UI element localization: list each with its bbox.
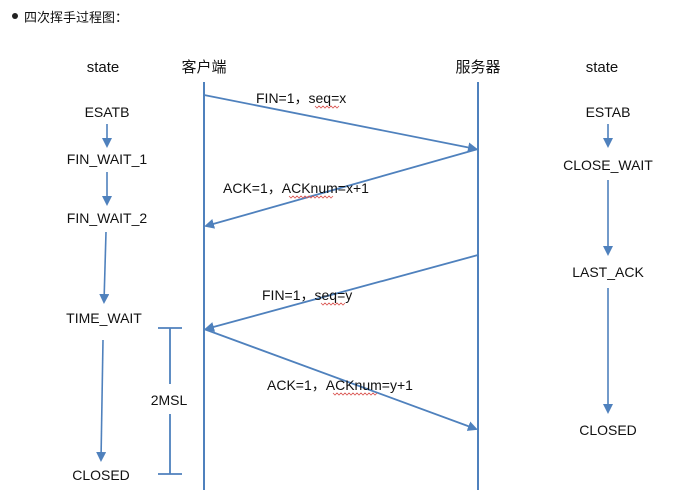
squiggle-seq-y	[320, 302, 346, 306]
message-label-ack-y-part-a: ACK=1，	[267, 377, 326, 393]
message-label-ack-x: ACK=1，ACKnum=x+1	[223, 180, 369, 196]
client-state-fin-wait-1: FIN_WAIT_1	[67, 151, 148, 167]
timer-label: 2MSL	[151, 392, 188, 408]
message-label-fin-y: FIN=1，seq=y	[262, 287, 352, 303]
server-state-close-wait: CLOSE_WAIT	[563, 157, 653, 173]
client-arrow-4	[96, 339, 107, 462]
squiggle-seq-x	[314, 105, 340, 109]
client-state-closed: CLOSED	[72, 467, 130, 483]
squiggle-acknum-x	[288, 195, 334, 199]
client-arrow-3	[99, 231, 110, 304]
message-label-ack-y: ACK=1，ACKnum=y+1	[267, 377, 413, 393]
server-state-closed: CLOSED	[579, 422, 637, 438]
message-arrow-ack-x	[204, 148, 479, 229]
server-header: 服务器	[455, 58, 500, 76]
bullet-icon	[12, 13, 18, 19]
heading-row: 四次挥手过程图：	[8, 6, 128, 26]
client-state-time-wait: TIME_WAIT	[66, 310, 142, 326]
server-state-last-ack: LAST_ACK	[572, 264, 644, 280]
message-label-fin-x-part-a: FIN=1，	[256, 90, 309, 106]
message-label-fin-y-part-b: seq=y	[315, 287, 353, 303]
message-label-fin-x-part-b: seq=x	[309, 90, 347, 106]
message-arrow-fin-y	[204, 254, 479, 332]
message-arrow-ack-y	[203, 328, 478, 431]
server-state-estab: ESTAB	[586, 104, 631, 120]
client-state-fin-wait-2: FIN_WAIT_2	[67, 210, 148, 226]
client-state-esatb: ESATB	[85, 104, 130, 120]
message-arrow-fin-x	[203, 94, 478, 153]
squiggle-acknum-y	[332, 392, 378, 396]
message-label-fin-x: FIN=1，seq=x	[256, 90, 346, 106]
heading-text: 四次挥手过程图：	[24, 10, 129, 26]
left-state-header: state	[87, 59, 120, 76]
message-label-fin-y-part-a: FIN=1，	[262, 287, 315, 303]
right-state-header: state	[586, 59, 619, 76]
client-header: 客户端	[181, 58, 226, 76]
message-label-ack-x-part-a: ACK=1，	[223, 180, 282, 196]
message-label-ack-x-part-b: ACKnum=x+1	[282, 180, 369, 196]
message-label-ack-y-part-b: ACKnum=y+1	[326, 377, 413, 393]
